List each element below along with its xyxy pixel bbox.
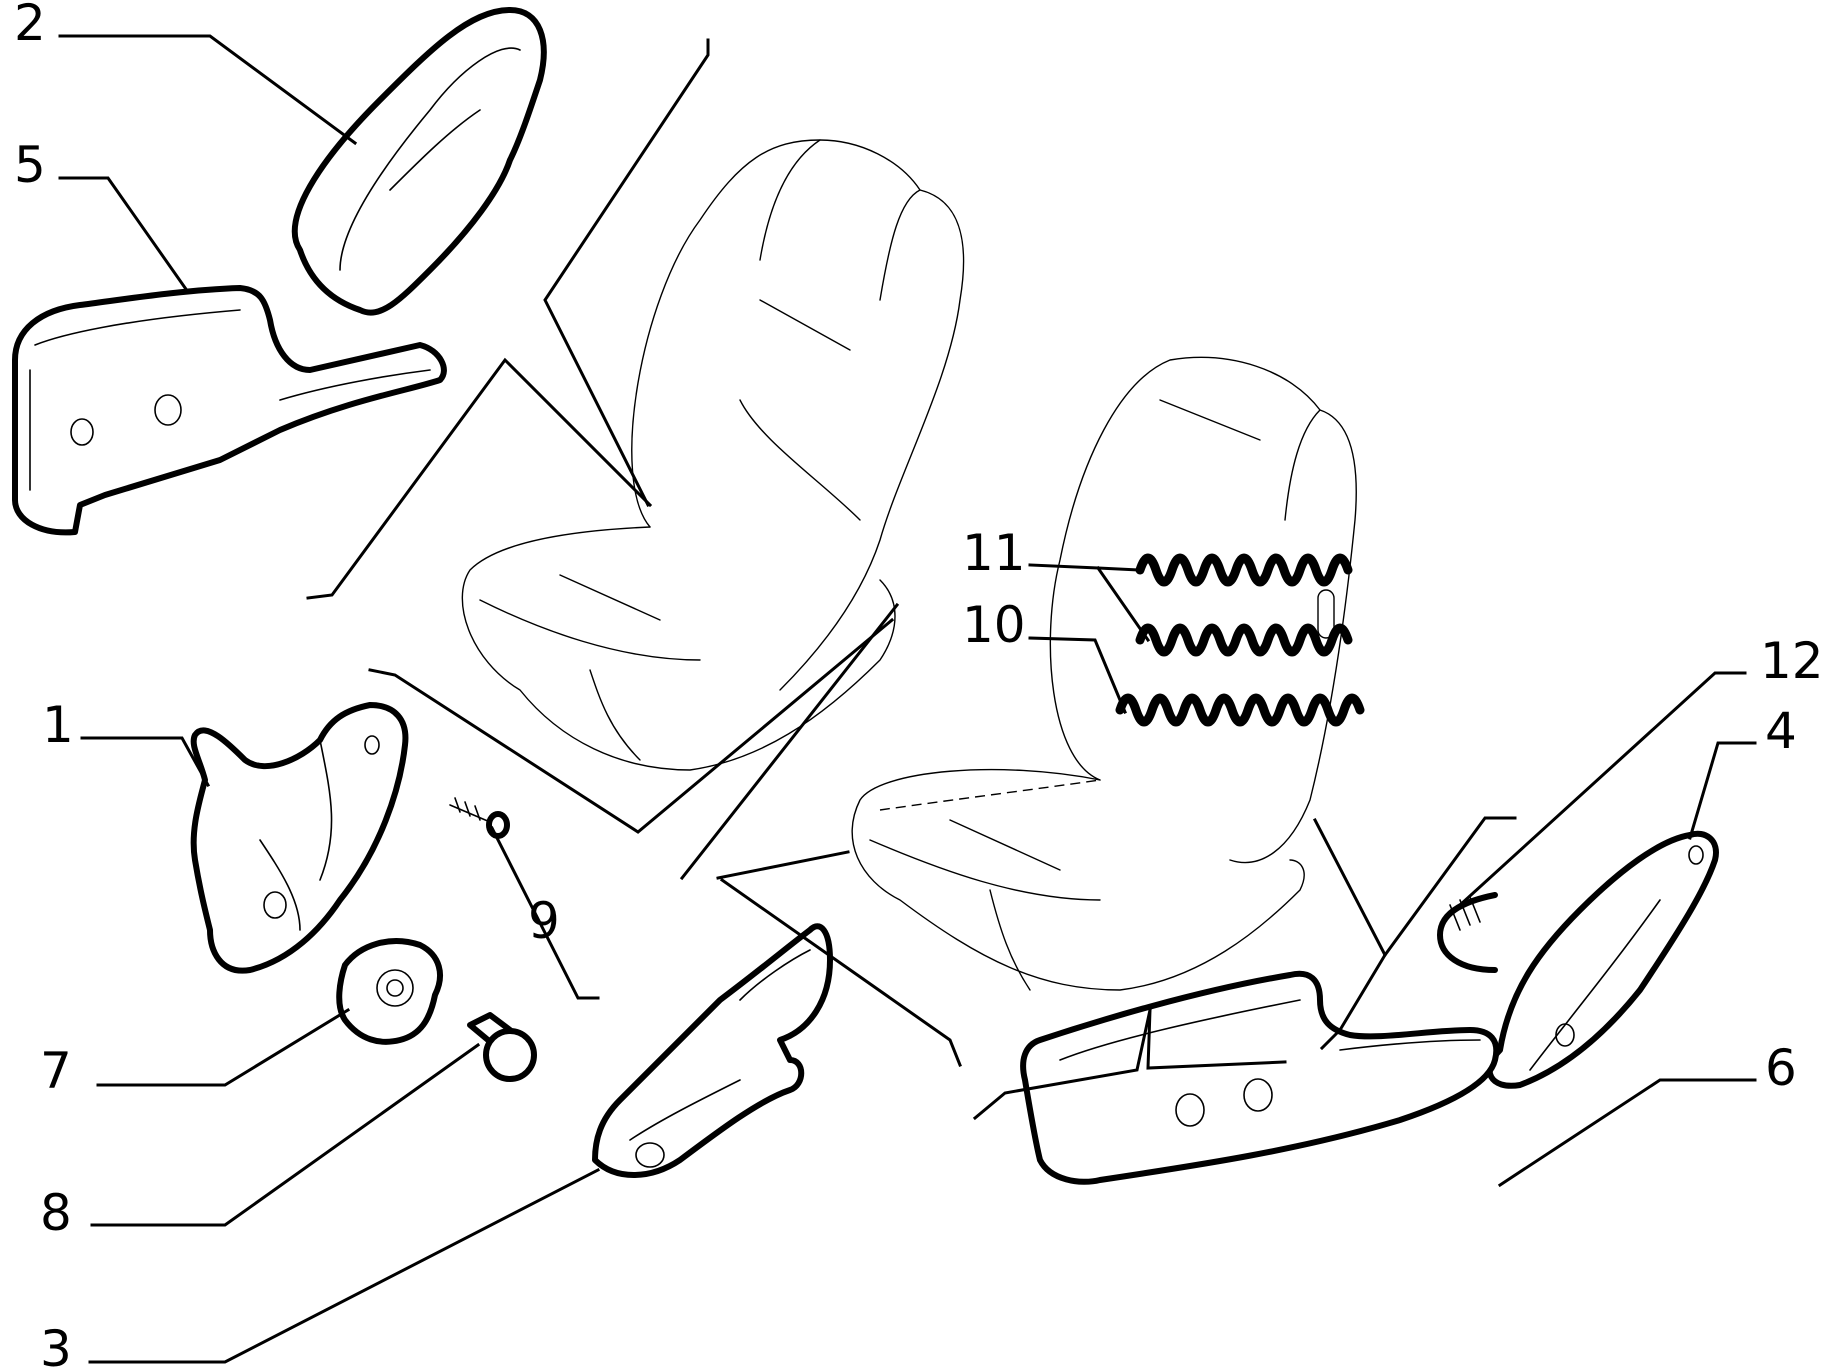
spring-10	[1115, 693, 1365, 727]
part-7	[336, 938, 443, 1045]
part-9	[449, 797, 510, 839]
leader-9	[489, 825, 600, 1000]
spring-middle	[1135, 623, 1353, 657]
leader-5	[58, 176, 191, 295]
callout-numbers: 2 5 1 9 7 8 3 11 10 12 4 6	[14, 0, 1824, 1368]
seat-springs	[1115, 553, 1365, 727]
part-1-hole-bottom	[263, 891, 287, 919]
assembly-lines	[306, 38, 1517, 1121]
part-3-hole	[635, 1142, 665, 1168]
part-6-hole-a	[1175, 1093, 1205, 1127]
leader-11b	[1095, 565, 1151, 643]
part-7-hub	[376, 969, 414, 1007]
part-5	[12, 285, 447, 536]
part-4	[1486, 830, 1719, 1089]
seat-left	[461, 139, 965, 771]
leader-11	[1028, 563, 1142, 572]
leader-2	[58, 34, 358, 146]
leader-6	[1497, 1078, 1757, 1188]
callout-2: 2	[14, 0, 46, 52]
callout-1: 1	[42, 696, 74, 754]
part-3	[592, 923, 833, 1178]
part-12	[1437, 892, 1498, 973]
callout-4: 4	[1765, 702, 1797, 760]
leader-4	[1688, 741, 1757, 840]
callout-11: 11	[962, 524, 1026, 582]
callout-7: 7	[40, 1042, 72, 1100]
leader-12	[1457, 671, 1747, 908]
leader-7	[96, 1007, 351, 1087]
part-5-hole-a	[70, 418, 94, 446]
callout-12: 12	[1760, 632, 1824, 690]
callout-5: 5	[14, 136, 46, 194]
part-1-hole-top	[364, 735, 380, 755]
part-4-hole-bottom	[1555, 1023, 1575, 1047]
part-2	[291, 7, 547, 316]
part-8	[467, 1012, 537, 1082]
callout-10: 10	[962, 596, 1026, 654]
leader-1	[80, 736, 211, 788]
leader-3	[88, 1167, 601, 1364]
callout-8: 8	[40, 1184, 72, 1242]
spring-11	[1135, 553, 1353, 587]
part-1	[190, 702, 409, 974]
part-5-hole-b	[154, 394, 182, 426]
leader-10	[1028, 636, 1127, 714]
part-7-hub-inner	[386, 979, 404, 997]
leader-8	[90, 1042, 481, 1227]
part-4-hole-top	[1688, 845, 1704, 865]
callout-6: 6	[1765, 1039, 1797, 1097]
part-6-hole-b	[1243, 1078, 1273, 1112]
callout-leaders	[58, 34, 1757, 1364]
part-6	[1020, 970, 1500, 1185]
callout-9: 9	[528, 892, 560, 950]
seat-right	[851, 356, 1357, 991]
callout-3: 3	[40, 1320, 72, 1368]
